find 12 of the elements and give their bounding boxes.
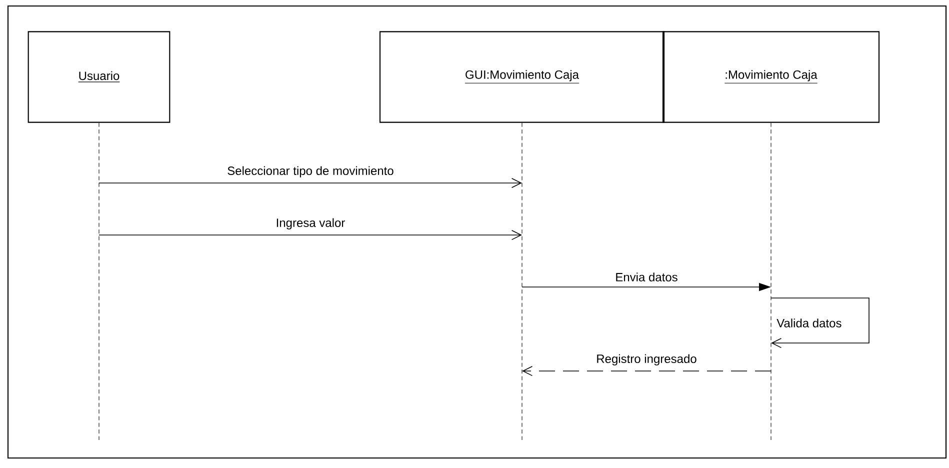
participant-box: Usuario bbox=[28, 31, 170, 123]
edge-label: Seleccionar tipo de movimiento bbox=[228, 166, 394, 178]
message-arrow bbox=[98, 230, 522, 240]
edge-label: Registro ingresado bbox=[597, 354, 696, 366]
participant-box: :Movimiento Caja bbox=[662, 31, 880, 123]
message-arrow bbox=[98, 178, 522, 188]
message-arrow bbox=[522, 366, 772, 376]
edge-label: Ingresa valor bbox=[276, 218, 345, 230]
edge-label: Envia datos bbox=[616, 272, 678, 282]
edge-label: Valida datos bbox=[776, 318, 842, 328]
self-message-arrow bbox=[770, 298, 870, 348]
participant-box: GUI:Movimiento Caja bbox=[379, 31, 665, 123]
